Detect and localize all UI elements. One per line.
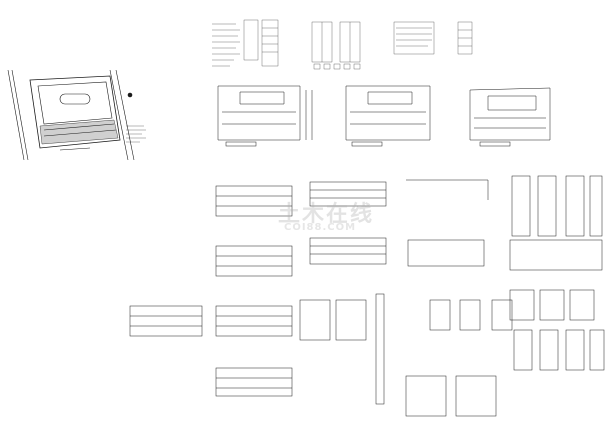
elevation-drawings — [129, 181, 387, 405]
site-plan — [7, 69, 146, 161]
watermark-text-en: COI88.COM — [284, 222, 357, 233]
detail-drawings — [405, 175, 605, 417]
floor-plans — [217, 85, 551, 147]
watermark: 土木在线 COI88.COM — [238, 196, 398, 240]
description-sheets — [212, 19, 473, 70]
watermark-text-cn: 土木在线 — [278, 202, 375, 227]
